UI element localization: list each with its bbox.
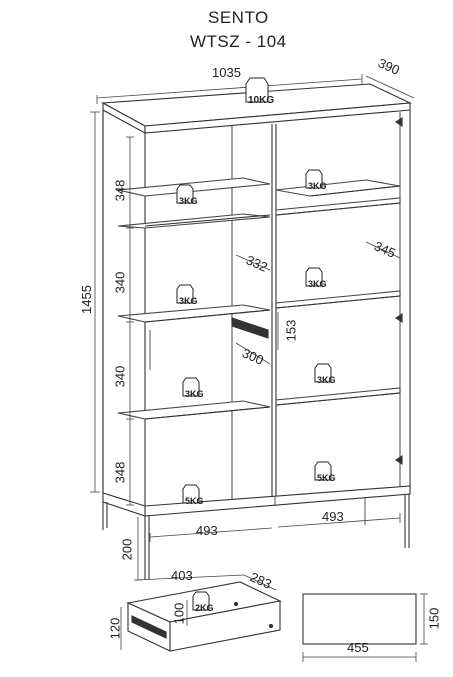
weight-icon [182,484,200,504]
load-right-1: 3KG [308,181,327,191]
weight-icon [176,284,194,304]
product-code: WTSZ - 104 [190,32,287,51]
rail-slot [231,317,269,339]
shelf-left-3 [117,304,271,323]
shelf-left-1 [117,177,271,197]
load-right-2: 3KG [308,279,327,289]
weight-icon [305,169,323,189]
shelf-left-2 [117,213,271,229]
weight-icon [314,461,332,481]
dim-shelf-3: 340 [112,365,128,388]
load-left-3: 3KG [185,389,204,399]
load-right-3: 3KG [317,375,336,385]
weight-icon [314,363,332,383]
dim-shelf-1: 348 [112,179,128,202]
dim-panel-width: 455 [347,640,369,655]
dim-slot-height: 153 [283,319,299,342]
shelf-right-2 [275,197,401,216]
load-left-4: 5KG [185,496,204,506]
dim-leg-height: 200 [119,538,135,561]
dim-compartment-right: 493 [322,509,344,524]
shelf-right-3 [275,290,401,309]
drawer-side [169,600,281,652]
weight-icon [305,267,323,287]
shelf-right-4 [275,387,401,406]
weight-icon [176,184,194,204]
dim-compartment-left: 493 [196,523,218,538]
dim-panel-height: 150 [426,607,442,630]
front-panel [302,593,417,645]
shelf-left-4 [117,400,271,420]
load-left-1: 3KG [179,196,198,206]
weight-icon [192,591,210,611]
weight-icon [245,77,269,103]
dim-drawer-width: 403 [171,568,193,583]
weight-icon [182,377,200,397]
dim-drawer-outer-height: 120 [107,617,123,640]
dim-width: 1035 [212,65,241,80]
dim-drawer-inner-height: 100 [171,602,187,625]
drawer-handle [131,615,167,639]
dim-shelf-2: 340 [112,271,128,294]
dim-shelf-4: 348 [112,461,128,484]
cabinet-base [102,485,411,517]
product-name: SENTO [208,8,269,27]
load-right-4: 5KG [317,473,336,483]
dim-height: 1455 [78,285,94,314]
drawer-load-label: 2KG [195,603,214,613]
top-load-label: 10KG [248,95,275,106]
load-left-2: 3KG [179,296,198,306]
